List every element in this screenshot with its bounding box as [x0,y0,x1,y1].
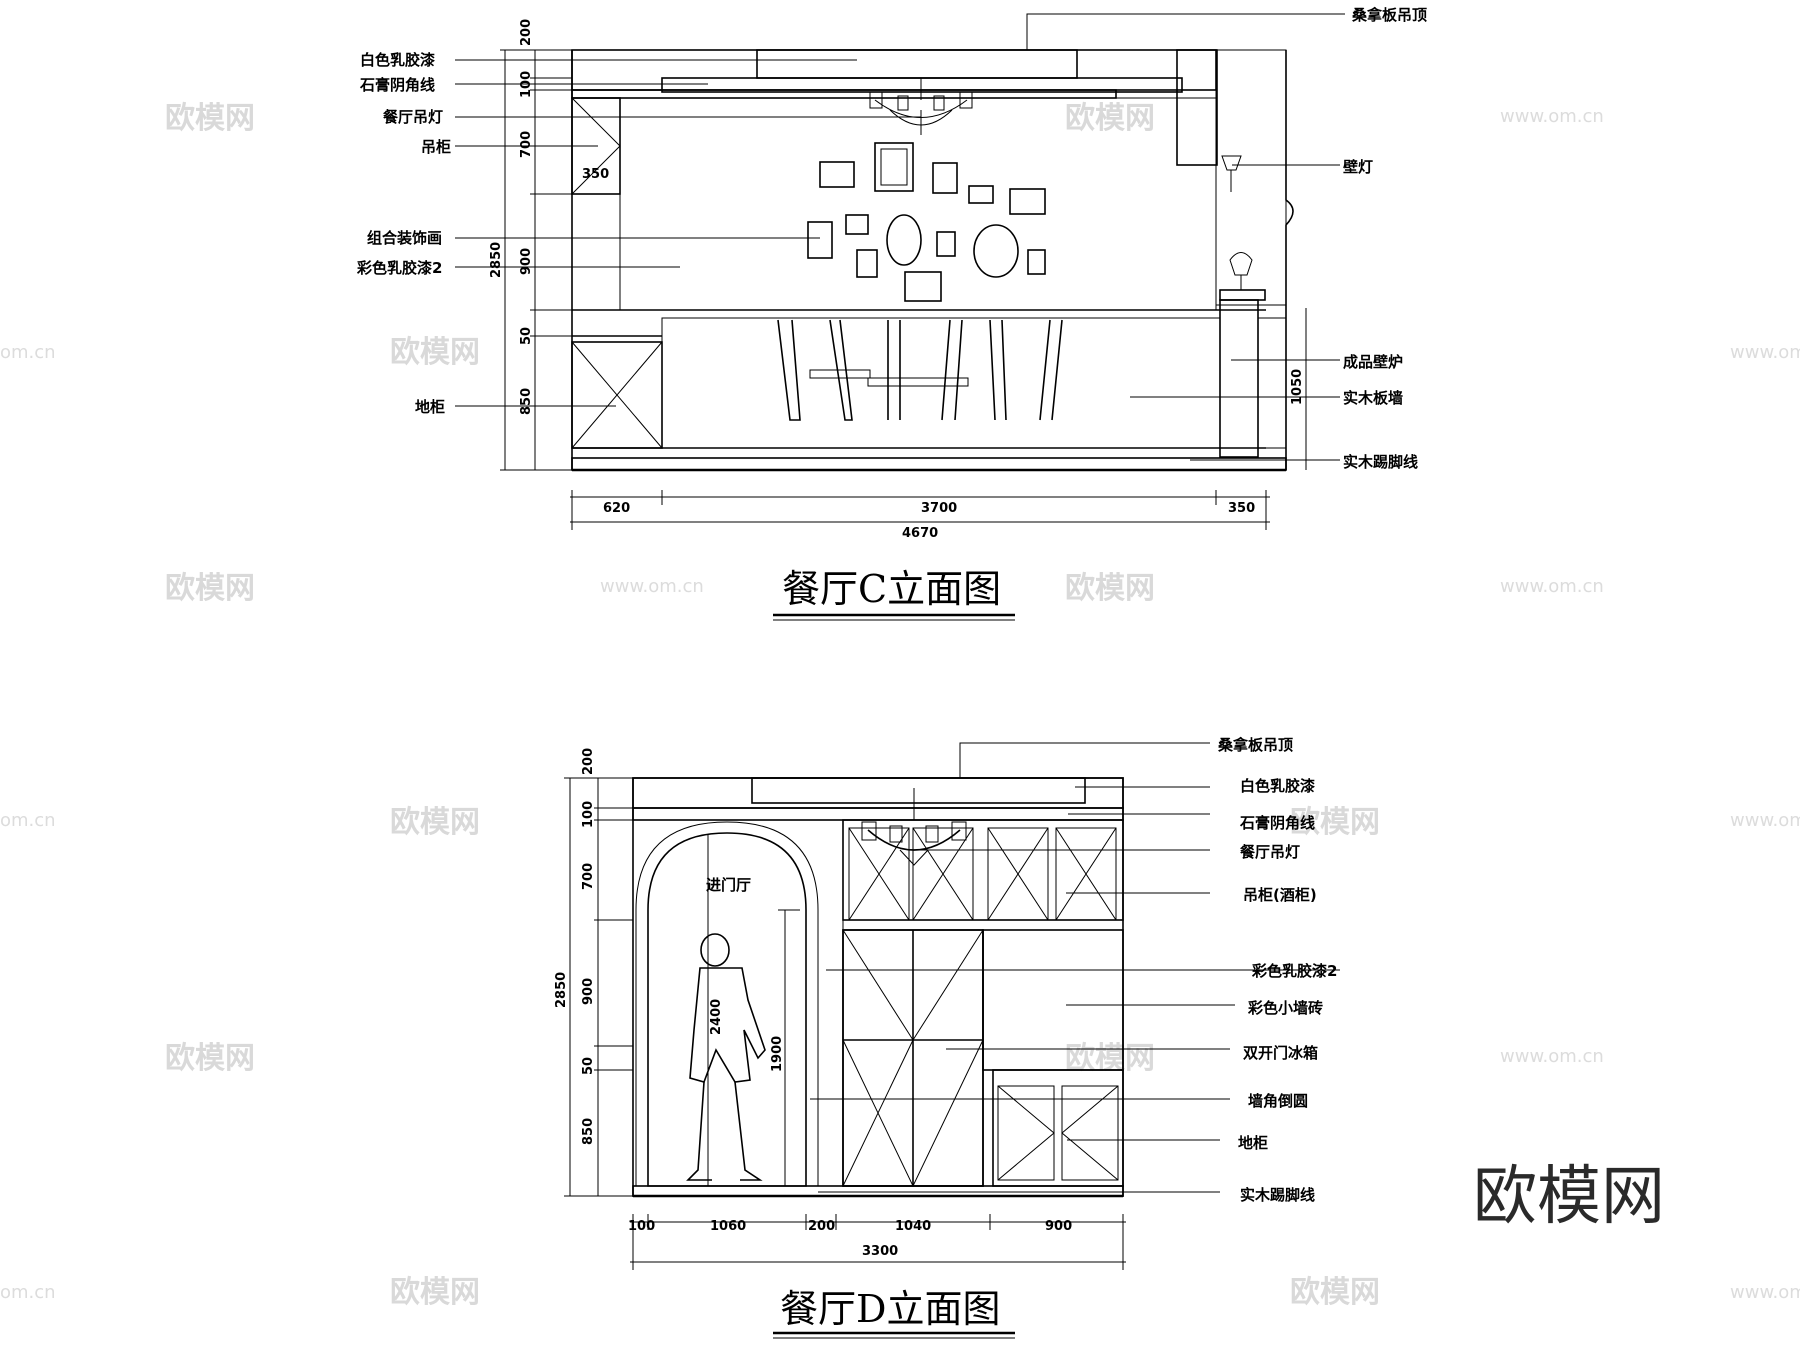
elevation-d: 进门厅 2400 1900 [554,736,1340,1339]
dim-v: 100 [581,801,596,828]
picture-frames [807,142,1046,302]
callout-d-right: 吊柜(酒柜) [1243,886,1317,904]
callout-d-right: 墙角倒圆 [1248,1092,1308,1110]
watermark-brand: 欧模网 [1290,1275,1380,1310]
watermark-url: www.om.cn [1500,1046,1604,1067]
chandelier-icon [869,78,973,135]
watermark-brand: 欧模网 [390,335,480,370]
dim-v: 850 [519,388,534,415]
watermark-brand: 欧模网 [390,1275,480,1310]
callout-d-right: 桑拿板吊顶 [1218,736,1293,754]
dim-h: 3700 [921,501,957,516]
dim-h: 900 [1045,1219,1072,1234]
dim-h: 200 [808,1219,835,1234]
dim-h: 620 [603,501,630,516]
callout-c-right: 桑拿板吊顶 [1352,6,1427,24]
dim-v: 900 [519,248,534,275]
watermark-brand: 欧模网 [165,1041,255,1076]
callout-c-left: 白色乳胶漆 [360,51,435,69]
watermark-brand: 欧模网 [1290,805,1380,840]
watermark-brand: 欧模网 [390,805,480,840]
dim-total-width: 4670 [902,526,938,541]
dim-h: 350 [1228,501,1255,516]
dim-h: 1040 [895,1219,931,1234]
elevation-c-title: 餐厅C立面图 [782,567,1001,611]
dim-h: 100 [628,1219,655,1234]
person-figure [686,933,766,1181]
watermark-brand: 欧模网 [165,101,255,136]
watermark-brand: 欧模网 [165,571,255,606]
callout-d-right: 实木踢脚线 [1240,1186,1315,1204]
watermark-url: www.om.cn [1730,342,1800,363]
watermark-url: www.om.cn [1500,576,1604,597]
dim-h: 1060 [710,1219,746,1234]
watermark-url: www.om.cn [600,576,704,597]
chandelier-icon [861,788,967,866]
dim-inner: 350 [582,167,609,182]
dim-v: 700 [519,131,534,158]
callout-c-left: 吊柜 [421,138,451,156]
dim-v: 900 [581,978,596,1005]
callout-d-right: 地柜 [1238,1134,1268,1152]
room-label: 进门厅 [706,876,751,894]
callout-d-right: 彩色小墙砖 [1247,999,1323,1017]
watermark-url: om.cn [0,342,56,363]
dim-v: 850 [581,1118,596,1145]
watermark-large-brand: 欧模网 [1473,1160,1665,1234]
dim-right: 1050 [1290,369,1305,405]
watermark-layer: 欧模网 欧模网 www.om.cn om.cn 欧模网 www.om.cn 欧模… [0,101,1800,1310]
candle-icon [1229,252,1253,290]
dim-total-width: 3300 [862,1244,898,1259]
watermark-url: www.om.cn [1730,810,1800,831]
dim-door: 1900 [770,1036,785,1072]
watermark-brand: 欧模网 [1065,571,1155,606]
dining-chairs [777,319,1063,421]
callout-d-right: 白色乳胶漆 [1240,777,1315,795]
callout-c-left: 彩色乳胶漆2 [356,259,442,277]
dim-v: 50 [519,327,534,345]
watermark-url: www.om.cn [1500,106,1604,127]
watermark-url: www.om.cn [1730,1282,1800,1303]
callout-d-right: 彩色乳胶漆2 [1251,962,1337,980]
callout-c-right: 实木踢脚线 [1343,453,1418,471]
dim-v: 200 [581,748,596,775]
watermark-url: om.cn [0,1282,56,1303]
callout-c-left: 地柜 [415,398,445,416]
dim-v: 200 [519,19,534,46]
watermark-url: om.cn [0,810,56,831]
elevation-d-title: 餐厅D立面图 [780,1287,1000,1331]
callout-c-left: 组合装饰画 [367,229,442,247]
callout-c-right: 成品壁炉 [1343,353,1403,371]
wall-lamp-icon [1221,155,1242,192]
callout-c-right: 实木板墙 [1343,389,1403,407]
dim-v: 700 [581,863,596,890]
callout-d-right: 双开门冰箱 [1243,1044,1318,1062]
dim-arch: 2400 [709,999,724,1035]
dim-v: 50 [581,1057,596,1075]
dim-total-height: 2850 [489,242,504,278]
callout-c-left: 石膏阴角线 [359,76,435,94]
watermark-brand: 欧模网 [1065,101,1155,136]
callout-c-left: 餐厅吊灯 [383,108,443,126]
callout-d-right: 石膏阴角线 [1239,814,1315,832]
callout-d-right: 餐厅吊灯 [1240,843,1300,861]
callout-c-right: 壁灯 [1343,158,1373,176]
elevation-c: 200 100 700 900 50 850 2850 350 1050 620… [356,6,1427,621]
dim-total-height: 2850 [554,972,569,1008]
